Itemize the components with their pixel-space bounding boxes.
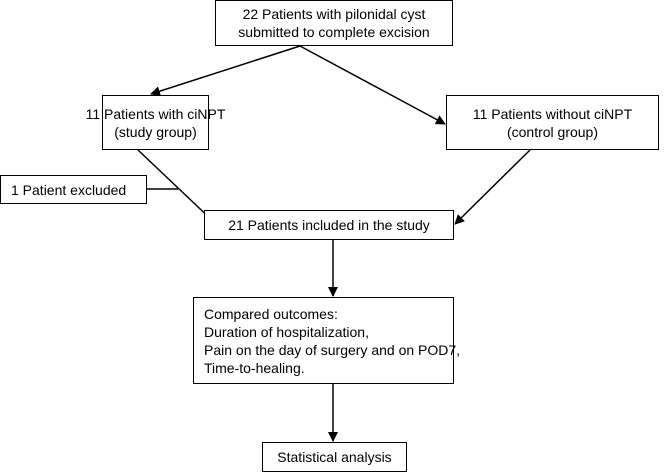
outcome-hospitalization: Duration of hospitalization, <box>204 323 369 340</box>
arrow-control-to-included <box>454 149 531 225</box>
included-line1: 21 Patients included in the study <box>228 217 430 233</box>
study-group-line2: (study group) <box>114 123 197 140</box>
study-group-box: 11 Patients with ciNPT (study group) <box>86 95 225 150</box>
analysis-line1: Statistical analysis <box>277 449 392 465</box>
analysis-box: Statistical analysis <box>262 442 407 472</box>
outcomes-heading: Compared outcomes: <box>204 305 338 322</box>
arrow-study-to-included <box>137 149 217 225</box>
total-patients-box: 22 Patients with pilonidal cyst submitte… <box>215 0 453 46</box>
study-group-line1: 11 Patients with ciNPT <box>85 105 226 122</box>
included-box: 21 Patients included in the study <box>204 210 454 240</box>
control-group-line2: (control group) <box>506 123 599 140</box>
arrow-total-to-study <box>150 45 301 96</box>
outcome-healing: Time-to-healing. <box>204 359 305 376</box>
excluded-line1: 1 Patient excluded <box>11 181 127 198</box>
total-patients-line2: submitted to complete excision <box>238 24 430 40</box>
outcomes-box: Compared outcomes: Duration of hospitali… <box>193 297 460 384</box>
control-group-line1: 11 Patients without ciNPT <box>472 105 633 122</box>
excluded-box: 1 Patient excluded <box>0 175 147 204</box>
total-patients-line1: 22 Patients with pilonidal cyst <box>242 6 426 22</box>
outcome-pain: Pain on the day of surgery and on POD7, <box>204 341 461 358</box>
control-group-box: 11 Patients without ciNPT (control group… <box>446 95 659 150</box>
arrow-total-to-control <box>299 45 446 125</box>
